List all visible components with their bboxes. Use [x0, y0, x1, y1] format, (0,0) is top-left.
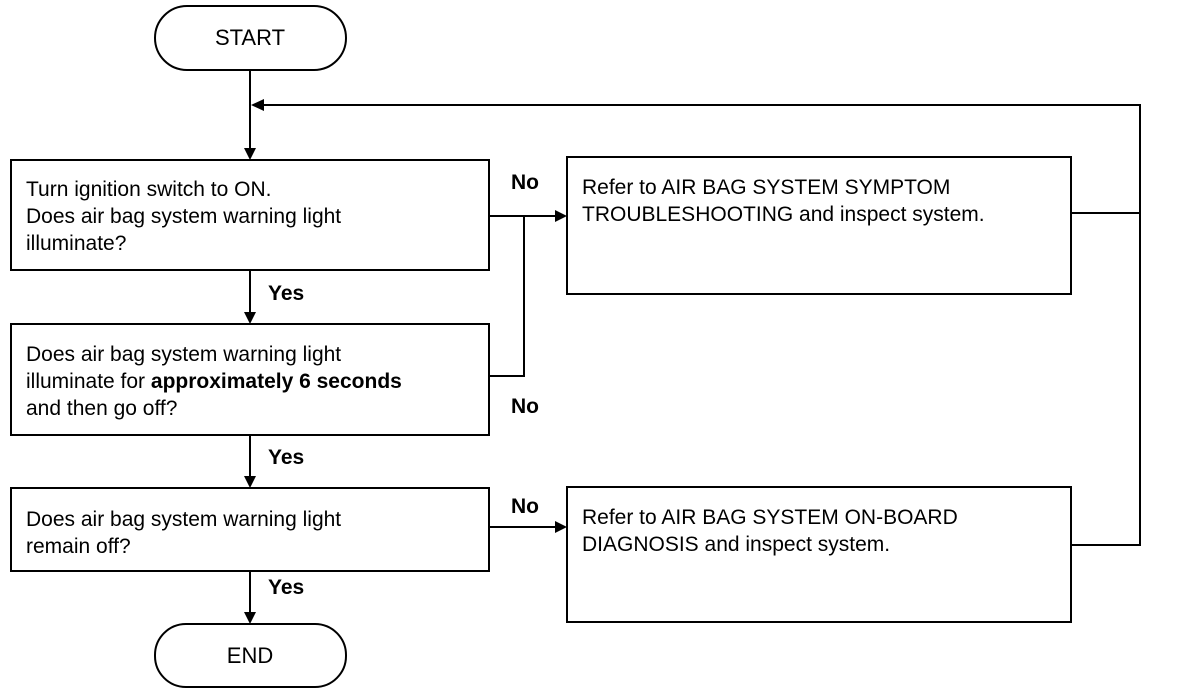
- question-six-seconds-prefix: illuminate for: [26, 370, 151, 393]
- connector-lines: [249, 70, 1141, 614]
- start-terminal: START: [154, 5, 347, 71]
- question-six-seconds-line1: Does air bag system warning light: [26, 343, 341, 366]
- question-ignition-line2: Does air bag system warning light: [26, 205, 341, 228]
- question-remain-off-line1: Does air bag system warning light: [26, 508, 341, 531]
- arrowhead-into-q3: [244, 476, 256, 488]
- arrowhead-into-symptom: [555, 210, 567, 222]
- edge-label-yes-q1: Yes: [268, 282, 304, 305]
- question-box-ignition: Turn ignition switch to ON. Does air bag…: [10, 159, 490, 271]
- end-terminal: END: [154, 623, 347, 688]
- action-onboard-line1: Refer to AIR BAG SYSTEM ON-BOARD: [582, 506, 958, 529]
- edge-label-no-q1: No: [511, 171, 539, 194]
- connector-q2-no-join: [489, 216, 525, 377]
- action-box-onboard-diagnosis: Refer to AIR BAG SYSTEM ON-BOARD DIAGNOS…: [566, 486, 1072, 623]
- question-six-seconds-line3: and then go off?: [26, 397, 177, 420]
- question-six-seconds-emphasis: approximately 6 seconds: [151, 370, 402, 393]
- start-label: START: [215, 25, 285, 50]
- edge-label-yes-q2: Yes: [268, 446, 304, 469]
- edge-labels: Yes Yes Yes No No No: [268, 171, 539, 599]
- edge-label-no-q2: No: [511, 395, 539, 418]
- question-box-remain-off: Does air bag system warning light remain…: [10, 487, 490, 572]
- arrowhead-loop-return: [251, 99, 264, 111]
- connector-onboard-loop-back: [262, 104, 1141, 546]
- end-label: END: [227, 643, 273, 668]
- arrowhead-into-q1: [244, 148, 256, 160]
- question-remain-off-line2: remain off?: [26, 535, 131, 558]
- action-symptom-line1: Refer to AIR BAG SYSTEM SYMPTOM: [582, 176, 950, 199]
- question-ignition-line1: Turn ignition switch to ON.: [26, 178, 271, 201]
- arrowheads: [244, 99, 567, 624]
- action-symptom-line2: TROUBLESHOOTING and inspect system.: [582, 203, 985, 226]
- action-box-symptom-troubleshooting: Refer to AIR BAG SYSTEM SYMPTOM TROUBLES…: [566, 156, 1072, 295]
- question-six-seconds-line2: illuminate for approximately 6 seconds: [26, 370, 402, 393]
- question-box-six-seconds: Does air bag system warning light illumi…: [10, 323, 490, 436]
- action-onboard-line2: DIAGNOSIS and inspect system.: [582, 533, 890, 556]
- arrowhead-into-onboard: [555, 521, 567, 533]
- edge-label-yes-q3: Yes: [268, 576, 304, 599]
- arrowhead-into-q2: [244, 312, 256, 324]
- question-ignition-line3: illuminate?: [26, 232, 126, 255]
- edge-label-no-q3: No: [511, 495, 539, 518]
- arrowhead-into-end: [244, 612, 256, 624]
